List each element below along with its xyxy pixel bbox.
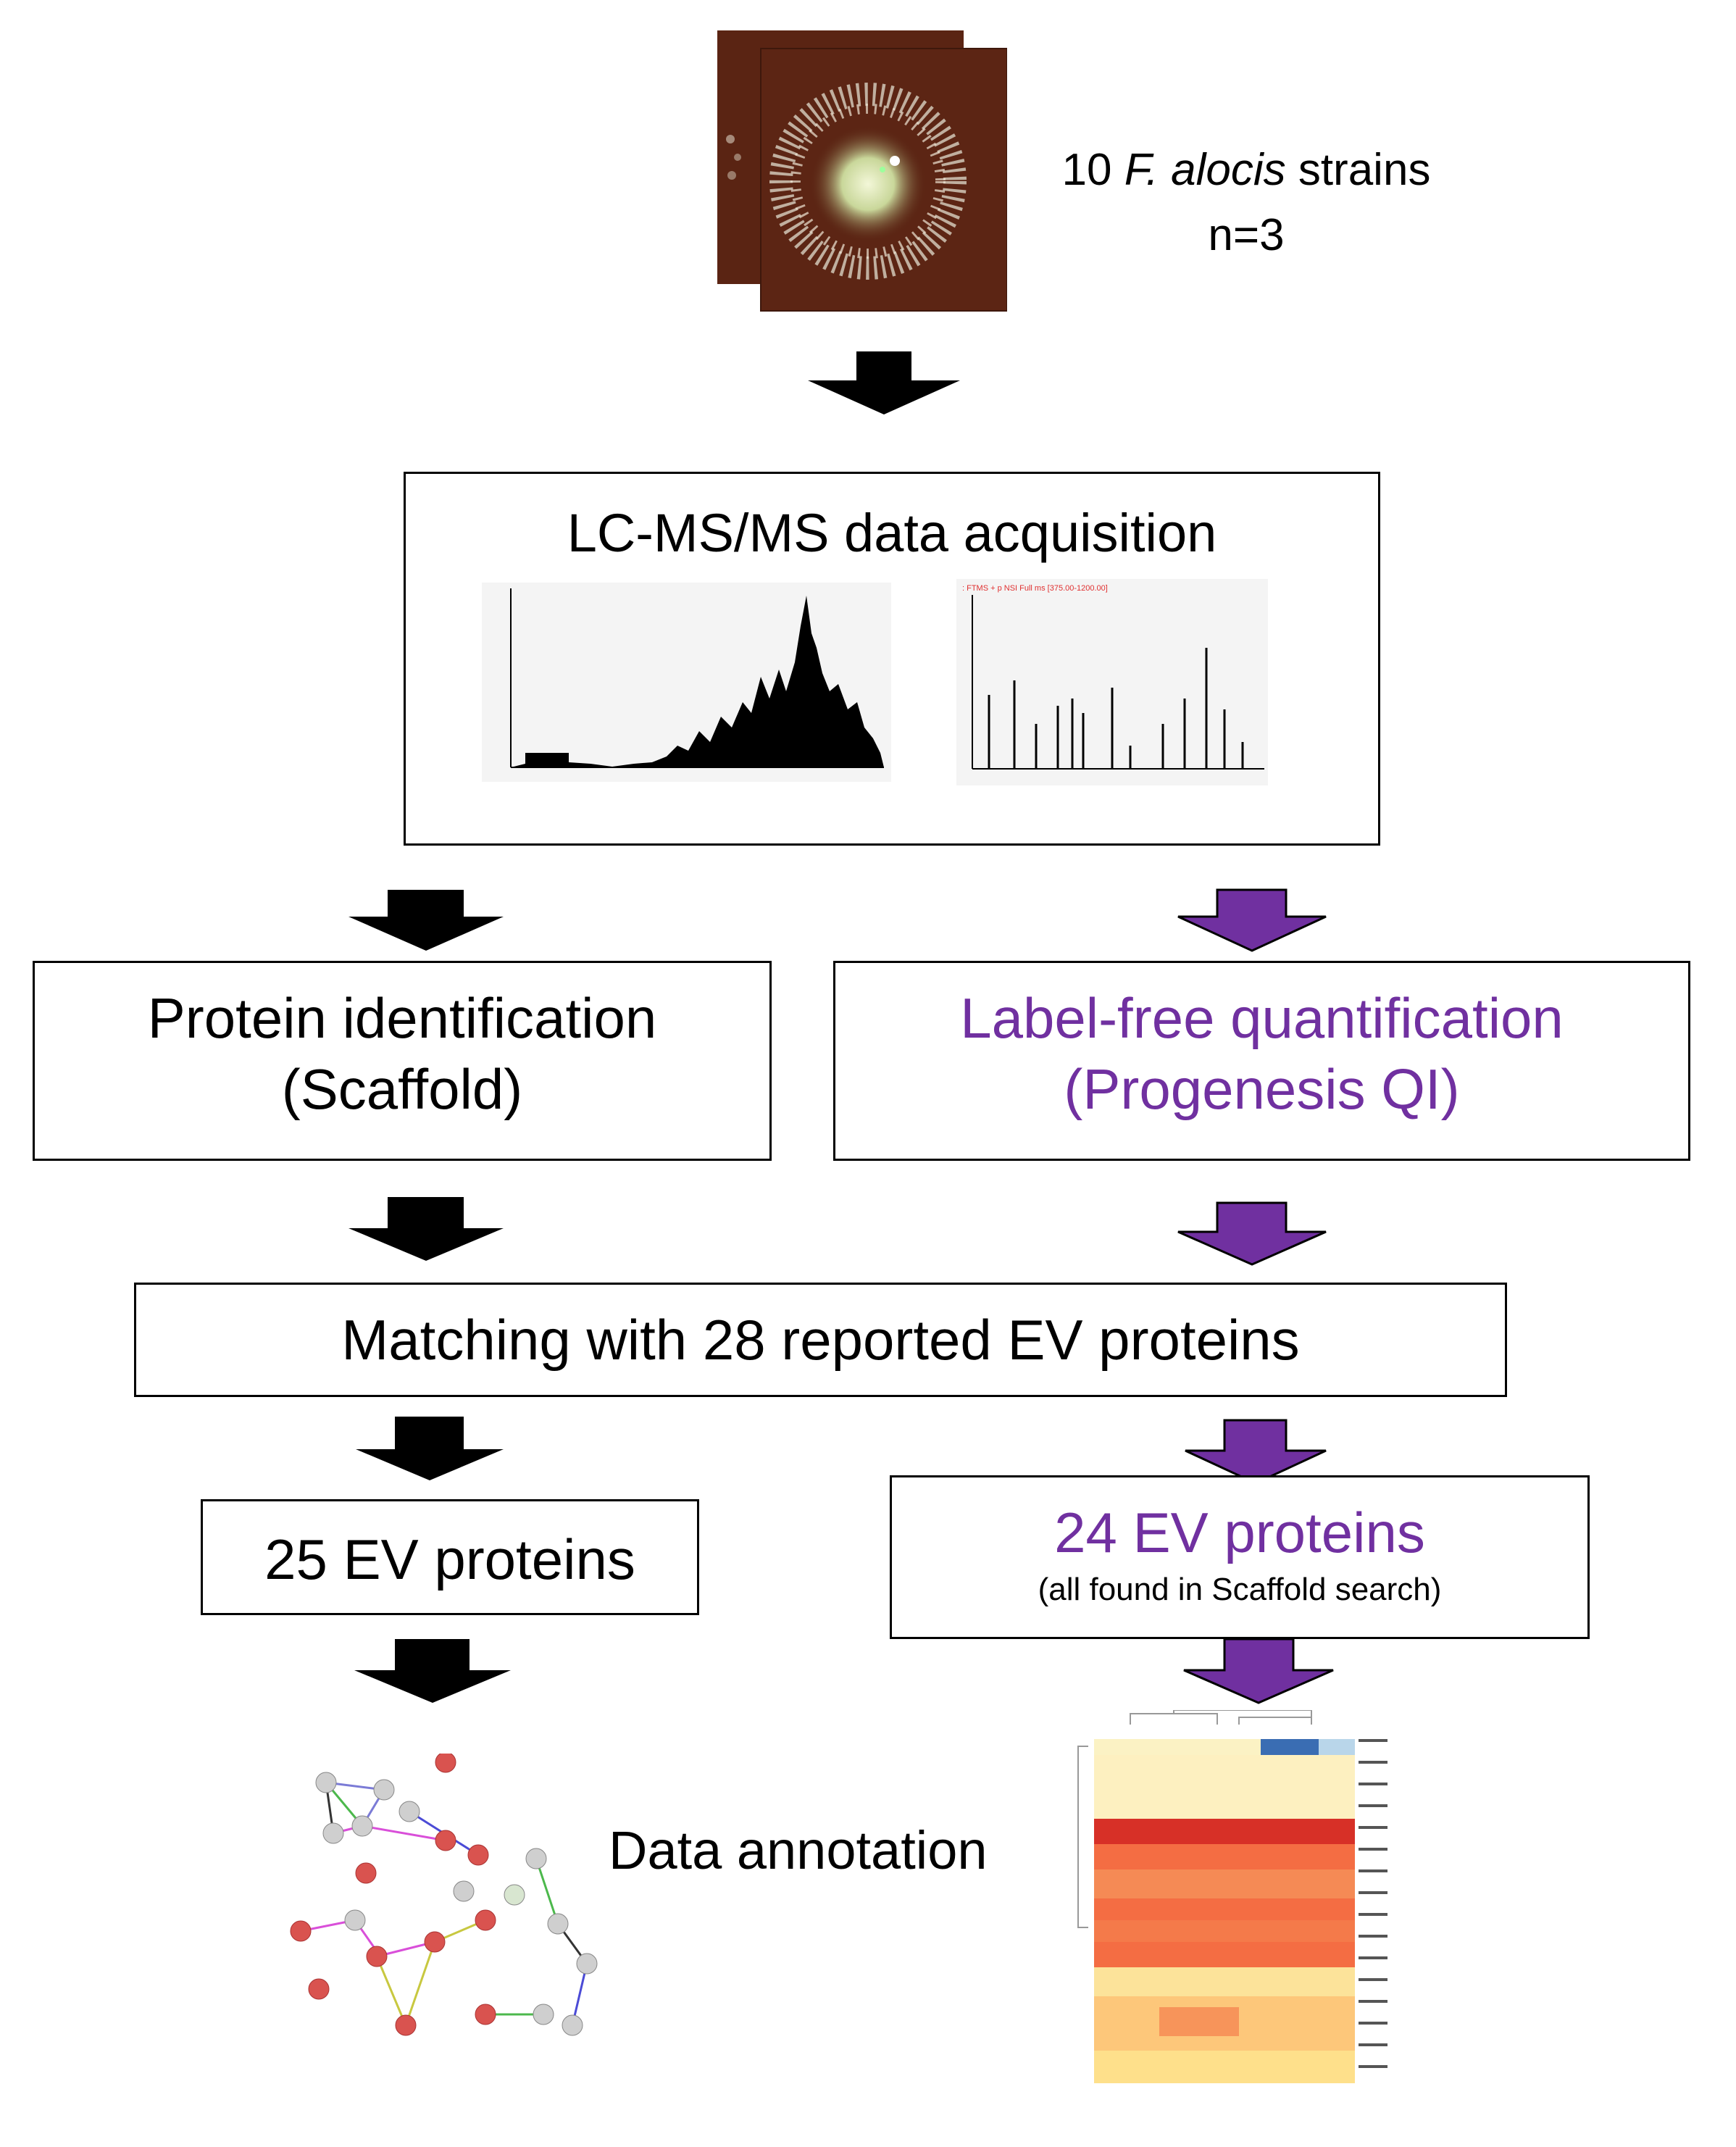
progenesis-result-note: (all found in Scaffold search) [1038,1571,1442,1607]
annotation-label: Data annotation [609,1820,988,1880]
colony-image [717,30,1008,312]
scaffold-result-label: 25 EV proteins [264,1527,635,1591]
acquisition-box: LC-MS/MS data acquisition : FTMS + p NSI… [404,472,1380,846]
quantification-box: Label-free quantification (Progenesis QI… [833,961,1690,1161]
quantification-label: Label-free quantification [960,986,1564,1050]
arrow-down-icon [1183,1638,1334,1704]
arrow-down-icon [349,1197,504,1261]
protein-network-thumbnail [290,1754,598,2036]
network-nodes [290,1754,598,2036]
heatmap-thumbnail [1077,1710,1387,2083]
arrow-down-icon [1185,1419,1327,1485]
strains-species: F. alocis [1124,145,1286,195]
quantification-tool: (Progenesis QI) [1064,1056,1460,1121]
identification-box: Protein identification (Scaffold) [33,961,772,1161]
progenesis-result-label: 24 EV proteins [1054,1501,1425,1564]
chromatogram-thumbnail [482,583,891,782]
colony-image-stack [717,30,1008,313]
identification-label: Protein identification [147,986,657,1050]
matching-label: Matching with 28 reported EV proteins [341,1308,1300,1372]
identification-tool: (Scaffold) [281,1056,523,1121]
strains-caption: 10 F. alocis strains n=3 [1007,138,1485,268]
matching-box: Matching with 28 reported EV proteins [134,1283,1507,1397]
arrow-down-icon [1177,888,1327,952]
strains-count: 10 [1061,145,1112,195]
arrow-down-icon [356,1417,504,1480]
ms-header: : FTMS + p NSI Full ms [375.00-1200.00] [962,584,1108,593]
mass-spectrum-thumbnail: : FTMS + p NSI Full ms [375.00-1200.00] [956,579,1268,785]
scaffold-result-box: 25 EV proteins [201,1499,699,1615]
acquisition-title: LC-MS/MS data acquisition [567,503,1217,563]
replicates-label: n=3 [1208,209,1285,260]
arrow-down-icon [354,1639,511,1703]
arrow-down-icon [1177,1201,1327,1266]
strains-word: strains [1298,145,1431,195]
heatmap-cells [1094,1739,1355,2083]
arrow-down-icon [349,890,504,951]
progenesis-result-box: 24 EV proteins (all found in Scaffold se… [890,1475,1590,1639]
arrow-down-icon [808,351,960,414]
